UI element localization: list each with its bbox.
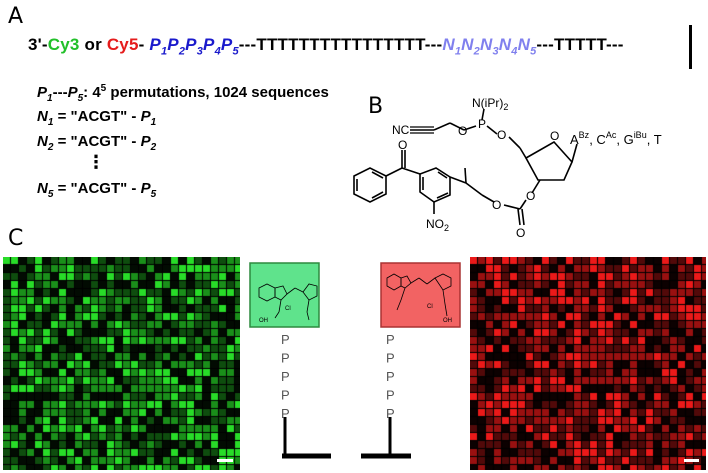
- sequence-line: 3'-Cy3 or Cy5- P1P2P3P4P5---TTTTTTTTTTTT…: [28, 35, 624, 57]
- phosphate-p-label: P: [281, 332, 290, 347]
- n5-rule: N5 = "ACGT" - P5: [37, 180, 157, 200]
- panel-label-b: B: [368, 94, 384, 119]
- scale-bar-left: [217, 459, 233, 462]
- nitro-label: NO2: [426, 217, 449, 233]
- cy5-fluorescence-image: [470, 257, 706, 470]
- t-linker-1: ---TTTTTTTTTTTTTTTT---: [238, 35, 443, 54]
- cy3-hydroxyl-label: OH: [259, 318, 268, 324]
- oxygen-label-1: O: [458, 124, 467, 138]
- n-ipr2-label: N(iPr)2: [472, 96, 508, 112]
- cy3-label: Cy3: [47, 35, 80, 54]
- panel-label-c: C: [8, 226, 24, 251]
- phosphate-p-label: P: [281, 406, 290, 421]
- oxygen-label-4: O: [526, 189, 535, 203]
- phosphate-p-label: P: [281, 369, 290, 384]
- bases-label: ABz, CAc, GiBu, T: [570, 130, 662, 147]
- nitrile-label: NC: [392, 123, 410, 137]
- scale-bar-right: [684, 459, 699, 462]
- cy5-label: Cy5: [106, 35, 139, 54]
- oxygen-label-5: O: [492, 198, 501, 212]
- or-text: or: [79, 35, 107, 54]
- cy3-chloride-label: Cl: [285, 306, 291, 312]
- oxygen-label-3: O: [550, 129, 559, 143]
- three-prime-label: 3'-: [28, 35, 48, 54]
- n2-rule: N2 = "ACGT" - P2: [37, 133, 157, 153]
- p-block: P1P2P3P4P5: [149, 35, 239, 58]
- phosphate-p-label: P: [281, 388, 290, 403]
- phosphate-p-label: P: [386, 351, 395, 366]
- phosphate-p-label: P: [386, 332, 395, 347]
- phosphate-p-label: P: [386, 388, 395, 403]
- cy5-hydroxyl-label: OH: [443, 318, 452, 324]
- phosphoramidite-structure: N(iPr)2 P NC O O O O O O O NO2 ABz, CAc,…: [353, 96, 662, 240]
- dash-text: -: [138, 35, 150, 54]
- cy3-fluorescence-image: [3, 257, 240, 470]
- phosphate-p-label: P: [386, 369, 395, 384]
- t-linker-2: ---TTTTT---: [536, 35, 624, 54]
- cy5-chloride-label: Cl: [427, 304, 433, 310]
- oxygen-label-6: O: [516, 226, 525, 240]
- oxygen-label-7: O: [398, 138, 407, 152]
- permutation-line: P1---P5: 45 permutations, 1024 sequences: [37, 83, 329, 104]
- oxygen-label-2: O: [497, 128, 506, 142]
- n-block: N1N2N3N4N5: [442, 35, 537, 58]
- phosphate-p-label: P: [281, 351, 290, 366]
- panel-label-a: A: [8, 4, 24, 29]
- n1-rule: N1 = "ACGT" - P1: [37, 108, 157, 128]
- phosphate-p-label: P: [386, 406, 395, 421]
- phosphorus-label: P: [478, 117, 486, 131]
- surface-bar: [689, 25, 692, 69]
- vertical-ellipsis: ⋮: [87, 152, 105, 172]
